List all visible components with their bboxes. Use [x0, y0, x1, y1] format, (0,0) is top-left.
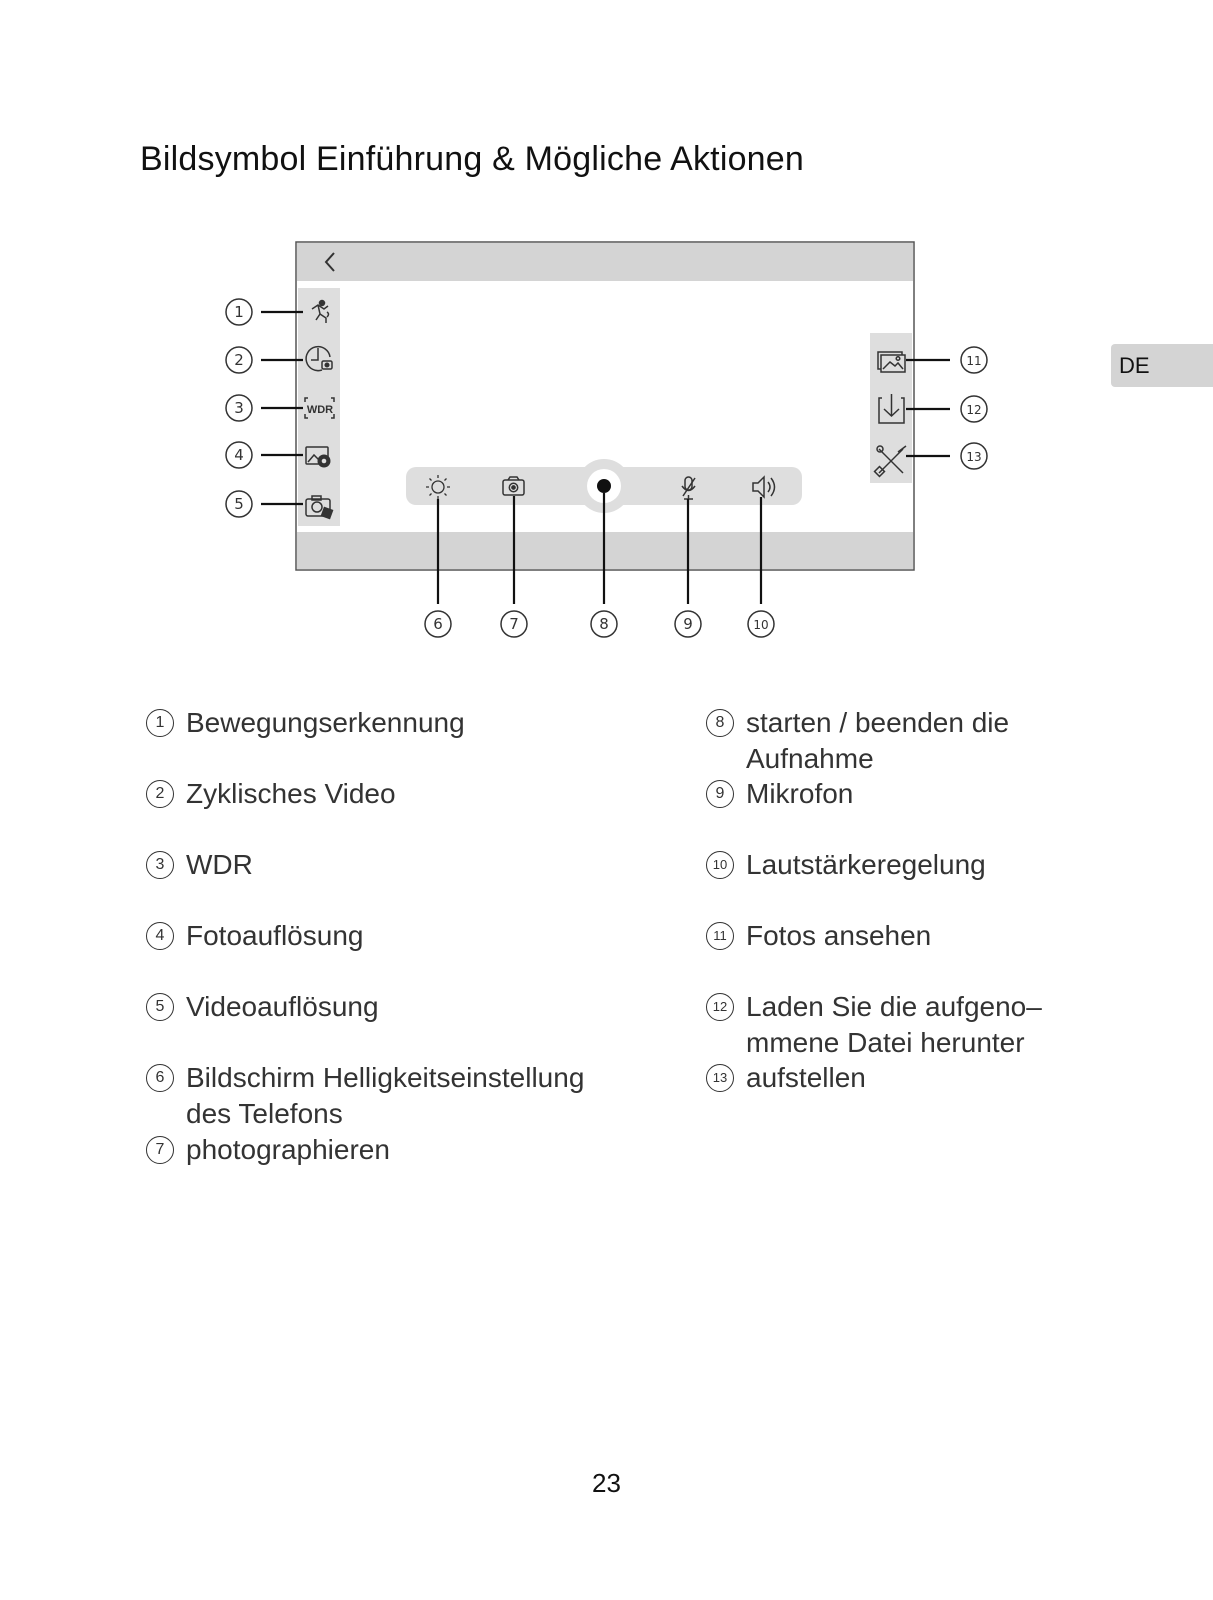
callout-number: 4 — [234, 446, 244, 464]
download-icon — [878, 394, 905, 424]
legend-text: WDR — [186, 849, 253, 880]
callout-number: 13 — [966, 450, 981, 464]
callout-number: 1 — [234, 303, 244, 321]
legend-text: Fotos ansehen — [746, 920, 932, 951]
legend-text: Laden Sie die aufgeno– — [746, 991, 1042, 1022]
legend-number: 5 — [146, 993, 174, 1021]
legend-number: 10 — [706, 851, 734, 879]
photos-icon — [877, 351, 906, 373]
legend-number: 4 — [146, 922, 174, 950]
cyclic-video-icon — [305, 345, 333, 372]
legend-number: 2 — [146, 780, 174, 808]
language-tab[interactable]: DE — [1111, 344, 1213, 387]
ui-diagram: WDR — [225, 241, 988, 638]
legend-number: 1 — [146, 709, 174, 737]
callout-number: 6 — [433, 615, 443, 633]
legend-text-continued: des Telefons — [186, 1098, 343, 1129]
tools-icon — [873, 445, 907, 478]
legend-text-continued: Aufnahme — [746, 743, 874, 774]
callout-circle-1 — [225, 298, 253, 326]
callout-circle-6 — [424, 610, 452, 638]
callout-circle-2 — [225, 346, 253, 374]
legend-number: 6 — [146, 1064, 174, 1092]
legend-number: 12 — [706, 993, 734, 1021]
left-toolbar — [298, 288, 340, 526]
speaker-icon — [752, 475, 776, 499]
callout-number: 8 — [599, 615, 609, 633]
page-number: 23 — [592, 1468, 621, 1498]
legend-number: 8 — [706, 709, 734, 737]
legend-number: 3 — [146, 851, 174, 879]
legend-text: Bildschirm Helligkeitseinstellung — [186, 1062, 585, 1093]
callout-circle-8 — [590, 610, 618, 638]
wdr-icon — [304, 397, 335, 419]
callout-number: 7 — [509, 615, 519, 633]
legend-text-continued: mmene Datei herunter — [746, 1027, 1025, 1058]
callout-number: 11 — [966, 354, 981, 368]
page-title: Bildsymbol Einführung & Mögliche Aktione… — [140, 140, 805, 178]
camera-icon — [502, 476, 525, 496]
callout-number: 5 — [234, 495, 244, 513]
legend-text: photographieren — [186, 1134, 390, 1165]
legend-number: 7 — [146, 1136, 174, 1164]
callout-circle-4 — [225, 441, 253, 469]
legend-text: aufstellen — [746, 1062, 866, 1093]
wdr-icon-label: WDR — [307, 404, 333, 416]
record-icon — [597, 479, 611, 493]
callout-circle-5 — [225, 490, 253, 518]
motion-detection-icon — [311, 299, 330, 323]
photo-settings-icon — [305, 446, 331, 468]
legend-text: Zyklisches Video — [186, 778, 396, 809]
video-settings-icon — [305, 495, 334, 520]
legend-text: Bewegungserkennung — [186, 707, 465, 738]
legend-text: Fotoauflösung — [186, 920, 364, 951]
callout-circle-10 — [747, 610, 775, 638]
legend-number: 13 — [706, 1064, 734, 1092]
top-bar — [297, 243, 913, 281]
legend-text: Videoauflösung — [186, 991, 379, 1022]
legend-text: Lautstärkeregelung — [746, 849, 986, 880]
chevron-left-icon — [324, 252, 335, 272]
callout-circle-12 — [960, 395, 988, 423]
brightness-icon — [426, 475, 450, 499]
callout-circle-11 — [960, 346, 988, 374]
callout-circle-7 — [500, 610, 528, 638]
legend-number: 9 — [706, 780, 734, 808]
legend-text: starten / beenden die — [746, 707, 1010, 738]
callout-number: 12 — [966, 403, 981, 417]
callout-number: 2 — [234, 351, 244, 369]
callout-circle-13 — [960, 442, 988, 470]
callout-number: 3 — [234, 399, 244, 417]
legend-number: 11 — [706, 922, 734, 950]
callout-number: 10 — [753, 618, 768, 632]
callout-circle-3 — [225, 394, 253, 422]
callout-number: 9 — [683, 615, 693, 633]
legend-text: Mikrofon — [746, 778, 854, 809]
microphone-icon — [681, 476, 696, 500]
callout-circle-9 — [674, 610, 702, 638]
